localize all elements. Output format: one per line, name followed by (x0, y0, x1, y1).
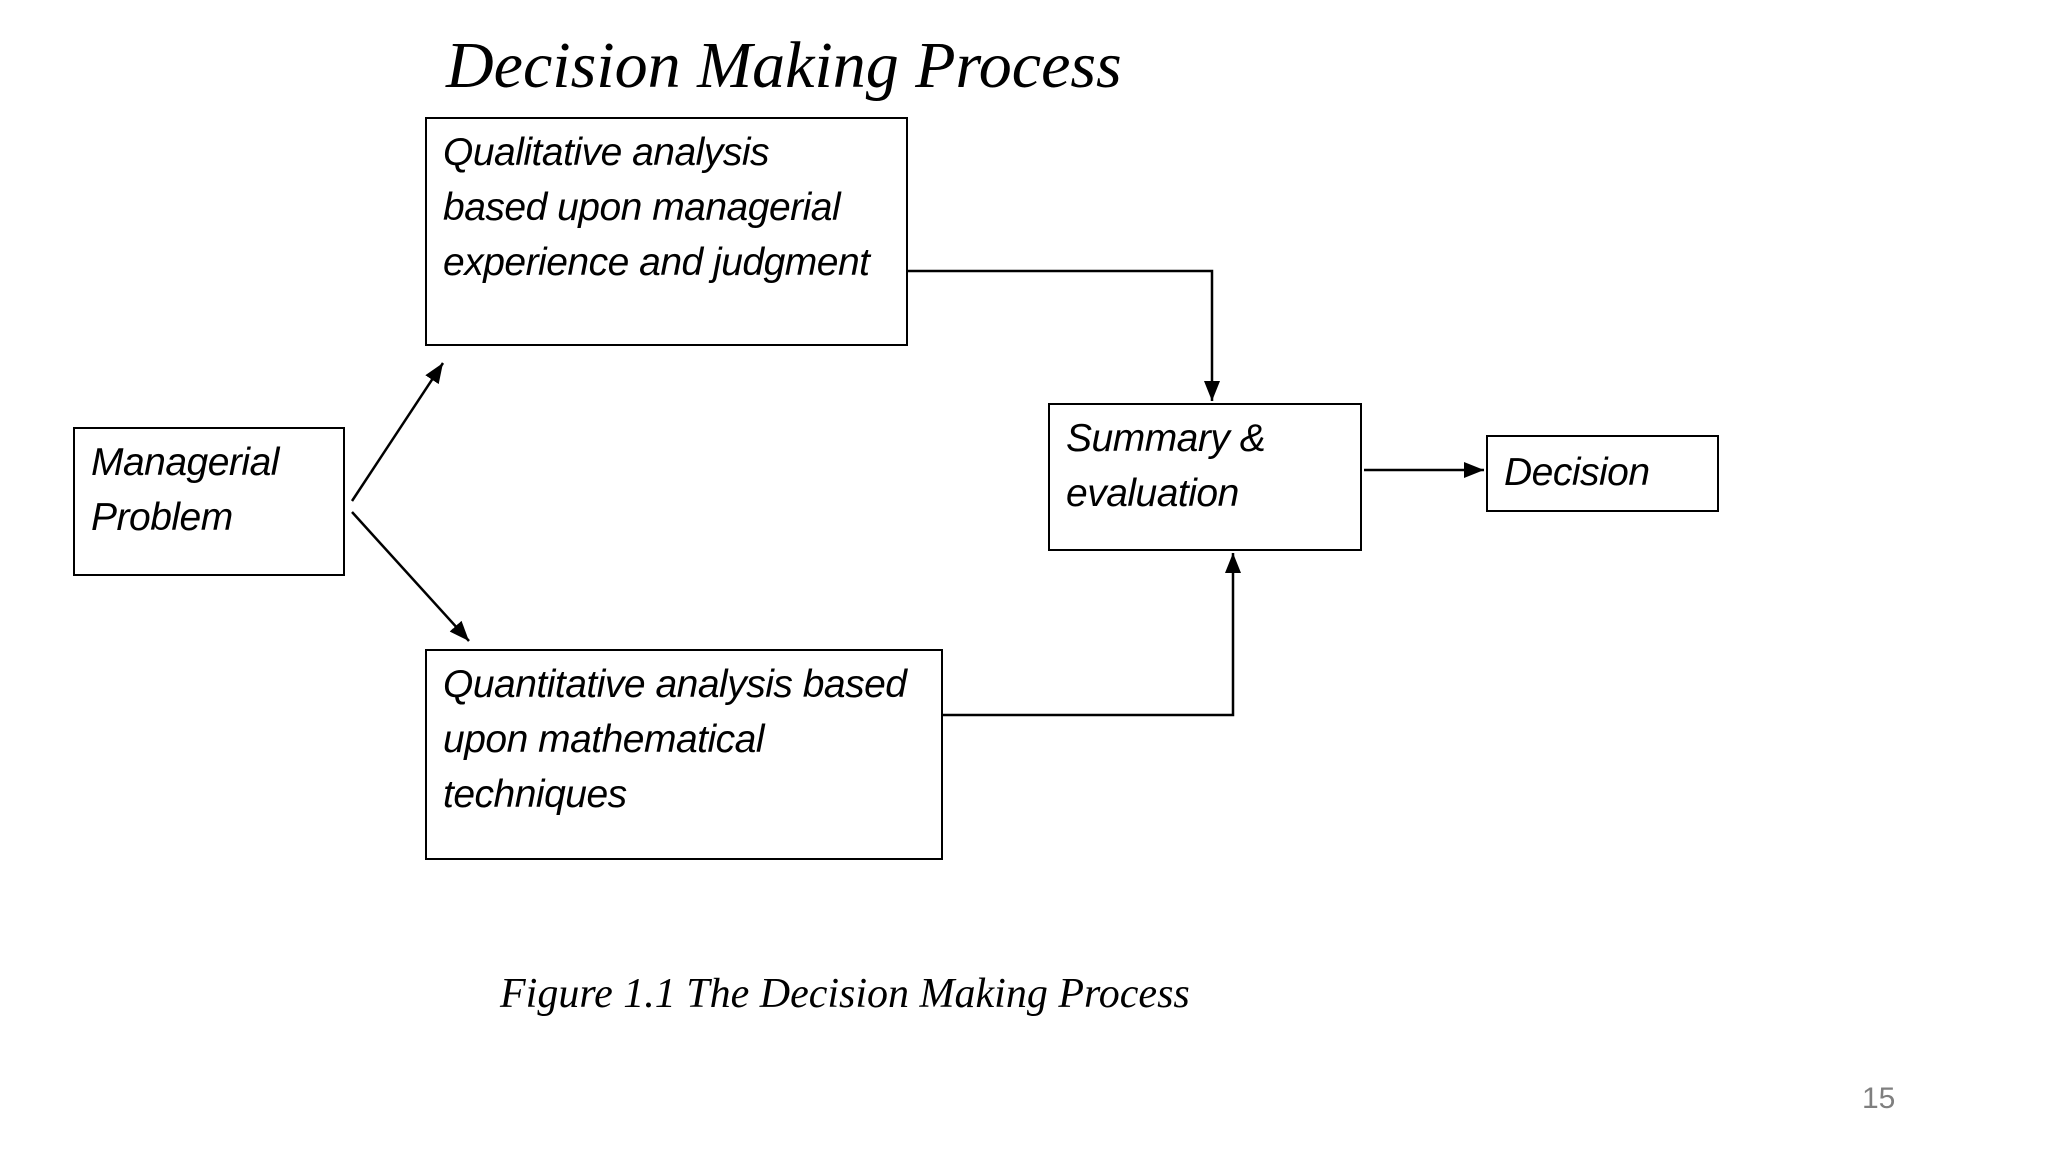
arrow-managerial-to-quantitative (351, 511, 470, 642)
arrow-managerial-to-qualitative (350, 362, 445, 502)
page-number: 15 (1862, 1082, 1896, 1115)
flow-node-summary-evaluation: Summary & evaluation (1048, 403, 1362, 551)
flow-node-quantitative-analysis: Quantitative analysis based upon mathema… (425, 649, 943, 860)
flow-node-qualitative-analysis: Qualitative analysis based upon manageri… (425, 117, 908, 346)
slide-title: Decision Making Process (446, 29, 1122, 102)
flow-node-decision: Decision (1486, 435, 1719, 512)
flow-node-managerial-problem: Managerial Problem (73, 427, 345, 576)
arrow-quantitative-to-summary (943, 553, 1241, 717)
arrow-qualitative-to-summary (908, 269, 1220, 401)
figure-caption: Figure 1.1 The Decision Making Process (500, 971, 1190, 1017)
